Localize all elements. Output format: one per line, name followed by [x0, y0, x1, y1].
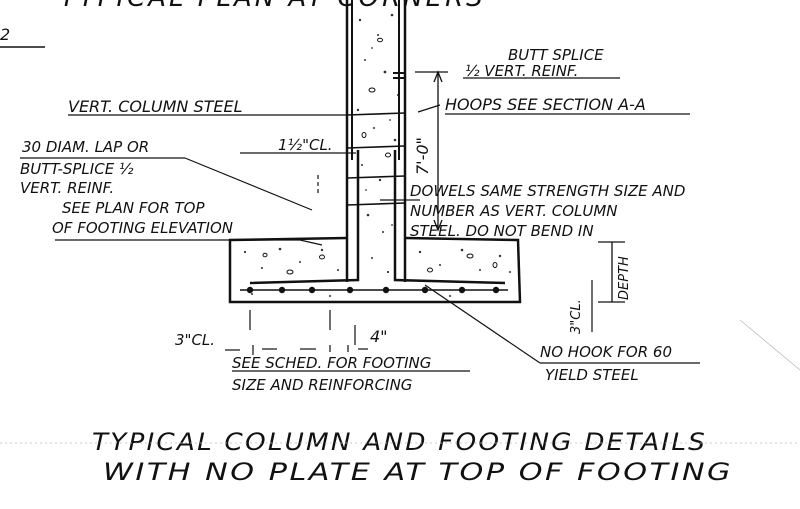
butt-splice-note-line1: BUTT SPLICE — [508, 46, 604, 64]
leader-lines — [20, 77, 700, 372]
dowels-note-line1: DOWELS SAME STRENGTH SIZE AND — [410, 182, 685, 200]
header-fragment-mark: 2 — [0, 25, 10, 44]
horizontal-cover-dimensions — [225, 310, 368, 355]
schedule-note-line2: SIZE AND REINFORCING — [232, 376, 412, 394]
butt-splice-note-line2: ½ VERT. REINF. — [465, 62, 578, 80]
butt-splice-mark — [393, 72, 405, 79]
drawing-title-line2: WITH NO PLATE AT TOP OF FOOTING — [103, 458, 733, 486]
lap-length-dimension — [415, 70, 448, 232]
dim-4in-label: 4" — [370, 327, 388, 346]
lap-note-line3: VERT. REINF. — [20, 179, 114, 197]
no-hook-note-line2: YIELD STEEL — [545, 366, 639, 384]
lap-note-line2: BUTT-SPLICE ½ — [20, 160, 134, 178]
footing-aggregate-stipple — [243, 247, 511, 297]
dowels-note-line3: STEEL. DO NOT BEND IN — [410, 222, 594, 240]
vert-column-steel-note: VERT. COLUMN STEEL — [68, 97, 243, 116]
footing-aggregate-pebbles — [262, 252, 498, 275]
top-footing-note-line1: SEE PLAN FOR TOP — [62, 199, 205, 217]
column-aggregate-pebbles — [361, 37, 391, 158]
schedule-note-line1: SEE SCHED. FOR FOOTING — [232, 354, 431, 372]
clear-cover-top-label: 1½"CL. — [278, 136, 333, 154]
lap-length-label: 7'-0" — [413, 137, 432, 175]
dowel-bars — [249, 150, 506, 285]
bottom-cover-label: 3"CL. — [569, 299, 584, 334]
lap-note-line1: 30 DIAM. LAP OR — [22, 138, 149, 156]
sheet-header-fragment: TYPICAL PLAN AT CORNERS — [60, 0, 486, 13]
drawing-title-line1: TYPICAL COLUMN AND FOOTING DETAILS — [92, 428, 707, 456]
no-hook-note-line1: NO HOOK FOR 60 — [540, 343, 672, 361]
concrete-column — [345, 0, 407, 282]
footing-rebar-sections — [246, 286, 500, 294]
scan-artifact-diagonal — [739, 319, 800, 371]
side-cover-label: 3"CL. — [175, 331, 215, 349]
hoops-note: HOOPS SEE SECTION A-A — [445, 95, 646, 114]
depth-label: DEPTH — [617, 256, 632, 300]
top-footing-note-line2: OF FOOTING ELEVATION — [52, 219, 233, 237]
column-hoops — [346, 112, 406, 206]
footing — [228, 236, 522, 304]
depth-dimension — [598, 241, 625, 303]
dowels-note-line2: NUMBER AS VERT. COLUMN — [410, 202, 618, 220]
